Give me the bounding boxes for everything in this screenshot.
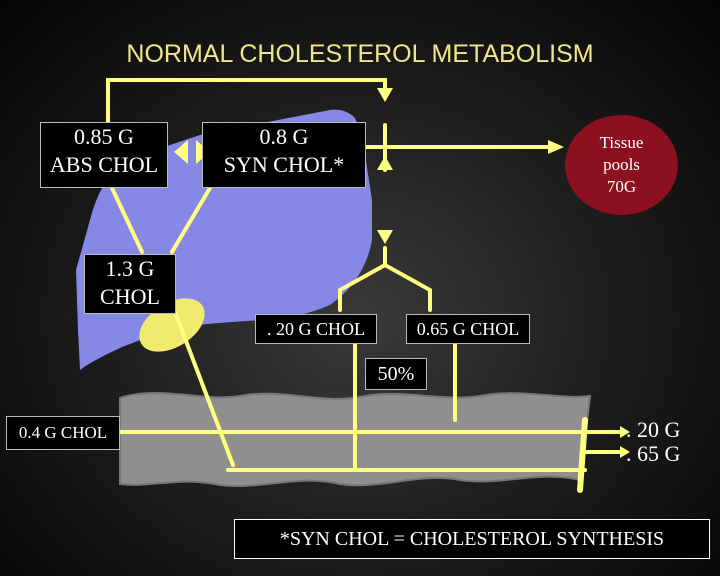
excretion-value-2: . 65 G	[626, 441, 681, 467]
footnote-box: *SYN CHOL = CHOLESTEROL SYNTHESIS	[234, 519, 710, 559]
abs-chol-label: ABS CHOL	[49, 151, 159, 177]
liver-chol-label: CHOL	[100, 283, 160, 309]
bile-duct-line	[173, 310, 235, 467]
bile-chol-65-box: 0.65 G CHOL	[406, 314, 530, 344]
excretion-value-1: . 20 G	[626, 417, 681, 442]
top-loop-arrowhead	[377, 88, 393, 102]
tissue-amount: 70G	[606, 177, 637, 197]
tissue-label: Tissue	[599, 132, 644, 152]
abs-chol-amount: 0.85 G	[74, 124, 134, 149]
diagram-title: NORMAL CHOLESTEROL METABOLISM	[126, 40, 594, 68]
liver-chol-amount: 1.3 G	[105, 256, 155, 281]
tissue-sublabel: pools	[603, 154, 640, 174]
bile-chol-20-box: . 20 G CHOL	[255, 314, 377, 344]
branch-arrowhead-down	[377, 230, 393, 244]
diet-chol-box: 0.4 G CHOL	[6, 416, 120, 450]
syn-chol-label: SYN CHOL*	[223, 151, 345, 177]
excretion-arrowhead-bottom	[620, 446, 630, 458]
syn-chol-box: 0.8 G SYN CHOL*	[202, 122, 366, 188]
branch-arrowhead-up	[377, 156, 393, 170]
excretion-arrowhead-top	[620, 426, 630, 438]
top-loop-arrow	[106, 78, 387, 124]
syn-to-liver-line	[170, 186, 212, 254]
bidir-arrow-left	[174, 140, 188, 164]
reabsorption-percent: 50%	[365, 358, 427, 390]
abs-to-liver-line	[110, 186, 144, 254]
liver-chol-box: 1.3 G CHOL	[84, 254, 176, 314]
tissue-arrowhead-right	[548, 140, 564, 154]
abs-chol-box: 0.85 G ABS CHOL	[40, 122, 168, 188]
syn-chol-amount: 0.8 G	[259, 124, 309, 149]
tissue-pools-node: Tissue pools 70G	[565, 115, 678, 215]
split-branches	[338, 262, 432, 312]
excretion-values: . 20 G . 65 G	[626, 417, 681, 467]
